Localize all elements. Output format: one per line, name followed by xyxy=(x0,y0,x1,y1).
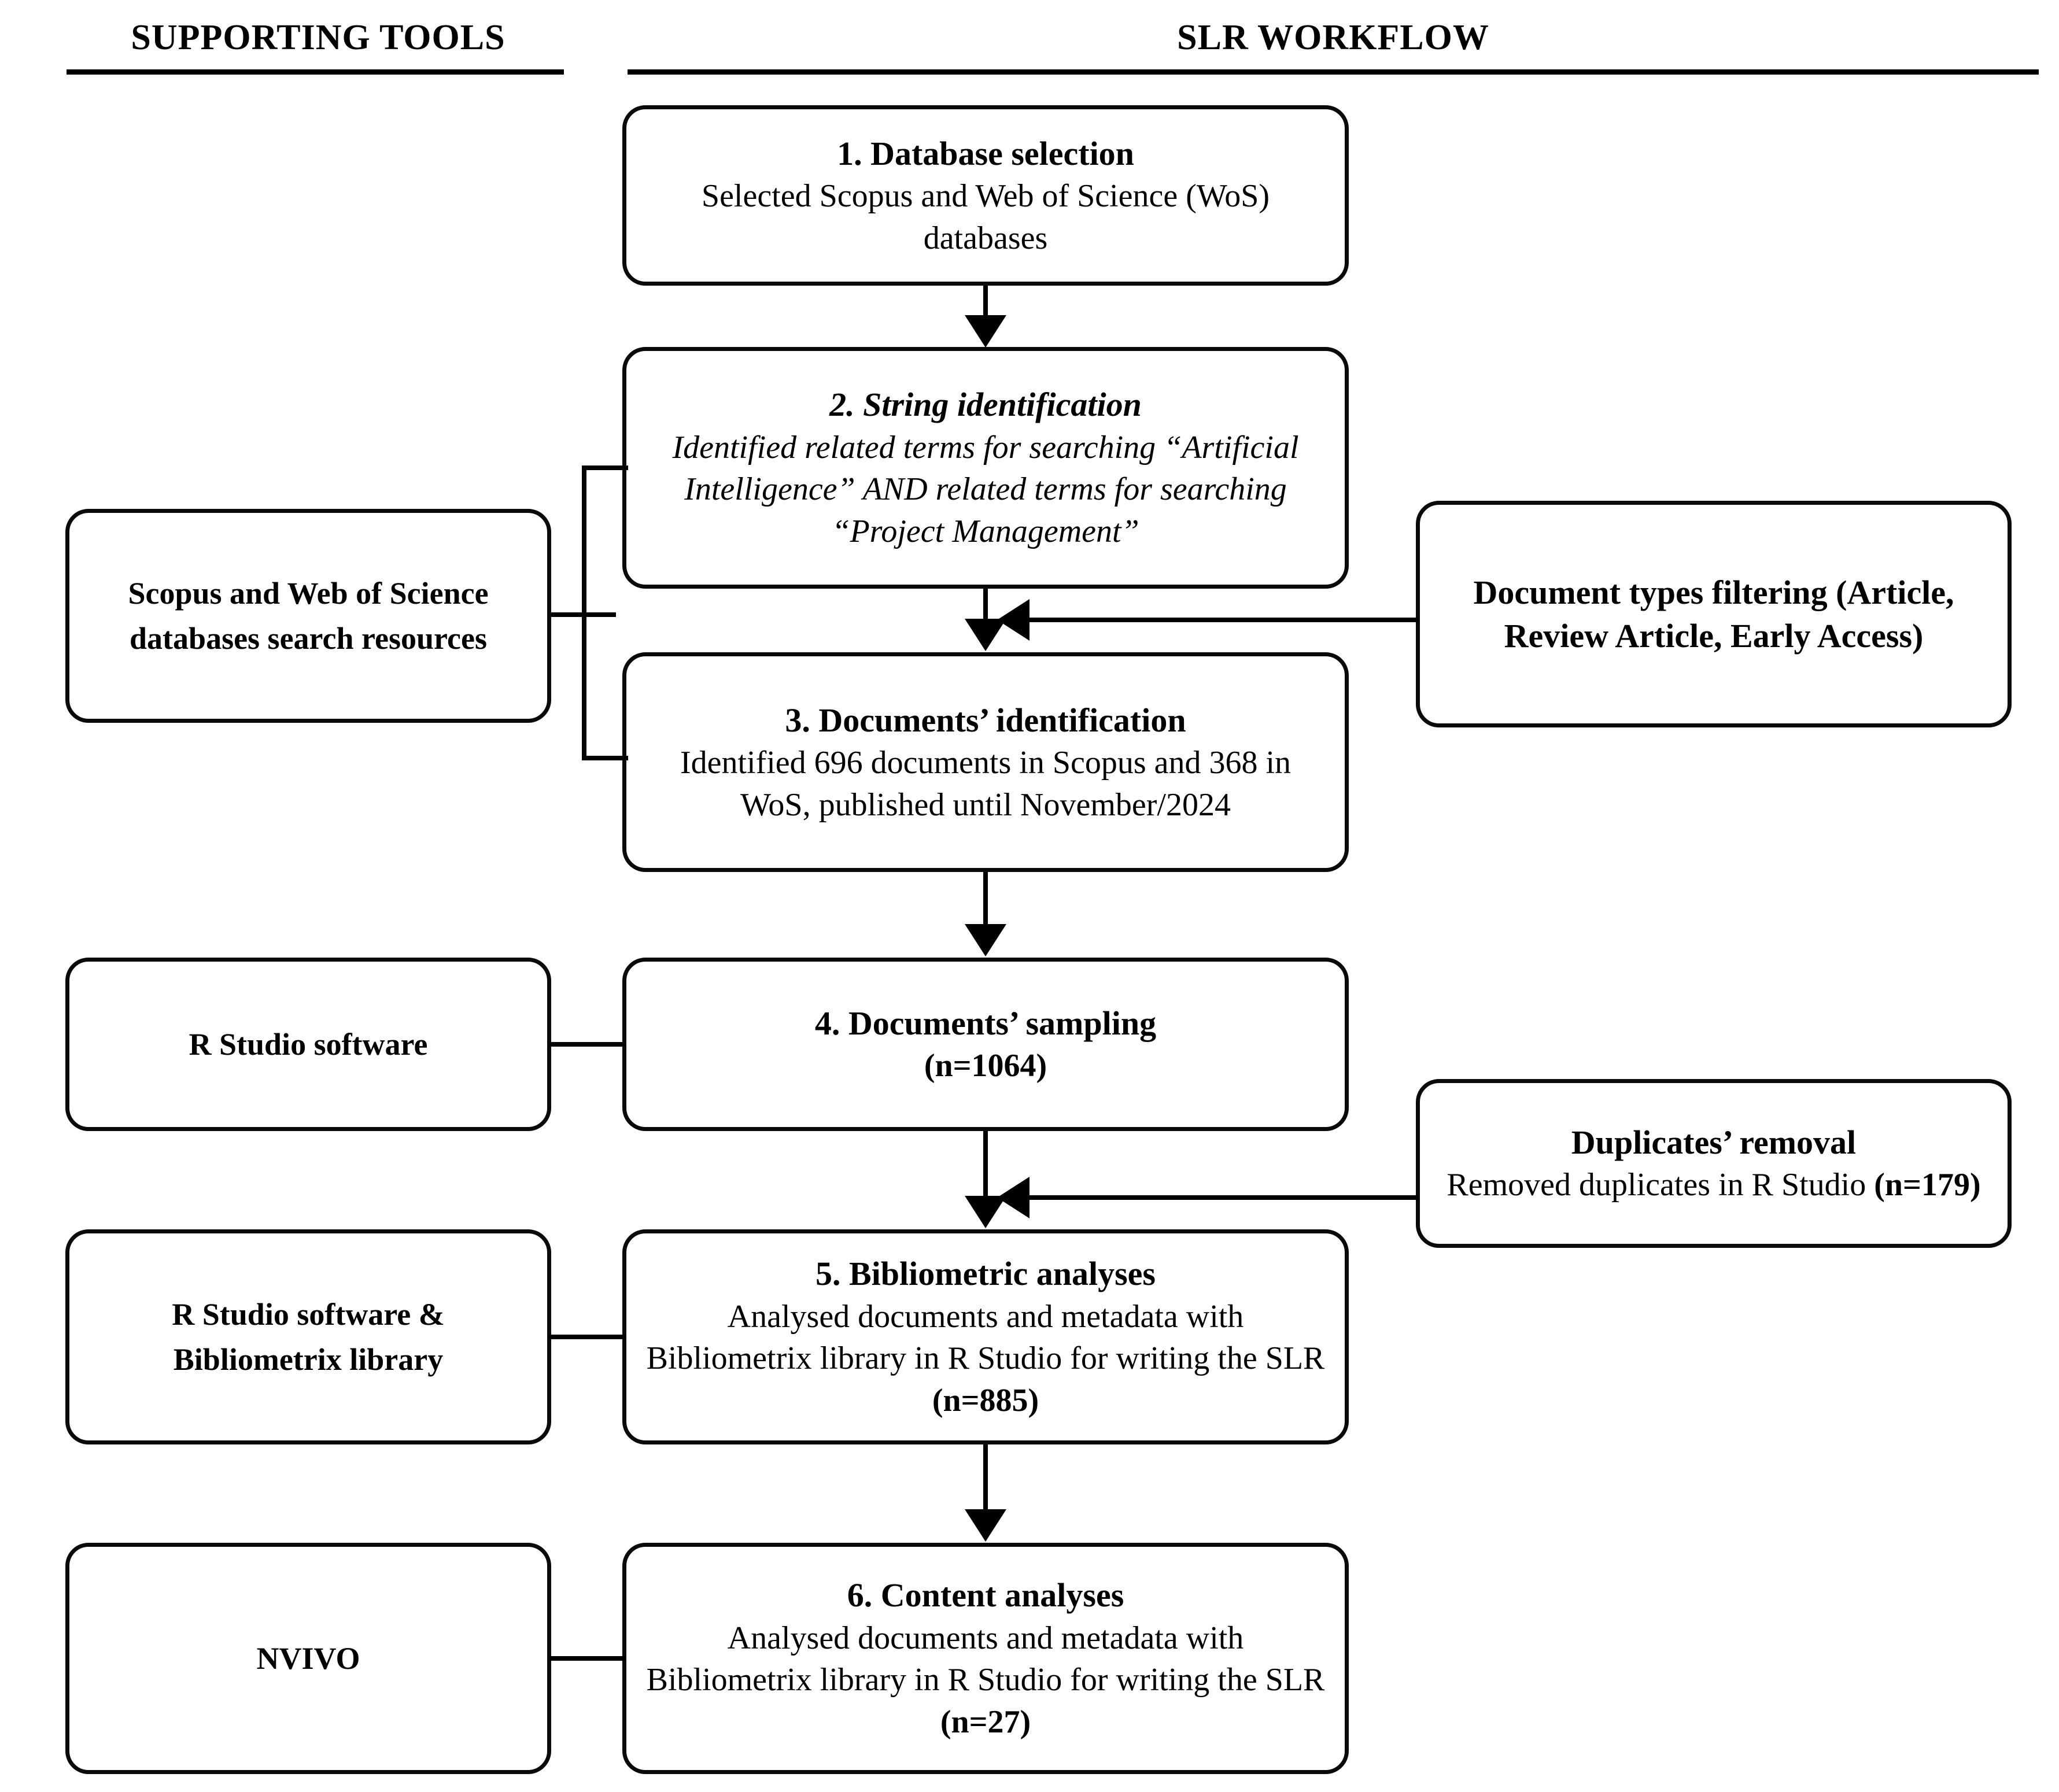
header-rule-right xyxy=(628,69,2039,75)
column-header-supporting-tools: SUPPORTING TOOLS xyxy=(131,18,505,57)
connector-step1-to-step2-arrow xyxy=(965,315,1006,348)
connector-step4-to-step5-line xyxy=(983,1131,988,1198)
note-duplicates-removal-box[interactable]: Duplicates’ removal Removed duplicates i… xyxy=(1416,1079,2012,1248)
supporting-tool-rstudio-label: R Studio software xyxy=(189,1026,428,1062)
connector-rstudio-to-step4 xyxy=(549,1042,626,1047)
workflow-step-3-box[interactable]: 3. Documents’ identification Identified … xyxy=(622,652,1349,872)
bracket-arm-upper xyxy=(582,465,628,470)
step-6-body: Analysed documents and metadata with Bib… xyxy=(641,1617,1330,1743)
supporting-tool-rstudio-bibliometrix-box[interactable]: R Studio software & Bibliometrix library xyxy=(65,1229,551,1444)
connector-doc-types-arrow xyxy=(997,599,1030,641)
workflow-step-5-box[interactable]: 5. Bibliometric analyses Analysed docume… xyxy=(622,1229,1349,1444)
supporting-tool-rstudio-box[interactable]: R Studio software xyxy=(65,958,551,1131)
connector-step3-to-step4-line xyxy=(983,872,988,925)
note-duplicates-count: (n=179) xyxy=(1874,1167,1981,1203)
step-3-title: 3. Documents’ identification xyxy=(785,701,1186,739)
bracket-arm-lower xyxy=(582,756,628,760)
step-4-title: 4. Documents’ sampling xyxy=(814,1004,1157,1042)
step-4-body: (n=1064) xyxy=(924,1045,1047,1087)
step-5-body-text: Analysed documents and metadata with Bib… xyxy=(646,1298,1325,1377)
step-2-title: 2. String identification xyxy=(829,386,1142,424)
step-5-title: 5. Bibliometric analyses xyxy=(815,1255,1156,1293)
step-5-body: Analysed documents and metadata with Bib… xyxy=(641,1296,1330,1422)
step-5-count: (n=885) xyxy=(932,1383,1039,1419)
step-6-title: 6. Content analyses xyxy=(847,1576,1124,1614)
connector-step5-to-step6-line xyxy=(983,1444,988,1512)
note-document-types-filtering-box[interactable]: Document types filtering (Article, Revie… xyxy=(1416,501,2012,727)
column-header-slr-workflow: SLR WORKFLOW xyxy=(1177,18,1489,57)
note-document-types-title: Document types filtering (Article, Revie… xyxy=(1473,573,1954,655)
header-rule-left xyxy=(67,69,564,75)
supporting-tool-databases-box[interactable]: Scopus and Web of Science databases sear… xyxy=(65,509,551,723)
connector-rstudio-bibliometrix-to-step5 xyxy=(549,1335,626,1339)
bracket-stem xyxy=(582,465,586,760)
connector-step3-to-step4-arrow xyxy=(965,924,1006,956)
connector-doc-types-line xyxy=(1030,618,1418,622)
connector-step2-to-step3-line xyxy=(983,589,988,620)
step-3-body: Identified 696 documents in Scopus and 3… xyxy=(680,744,1292,823)
workflow-step-6-box[interactable]: 6. Content analyses Analysed documents a… xyxy=(622,1543,1349,1774)
workflow-step-1-box[interactable]: 1. Database selection Selected Scopus an… xyxy=(622,105,1349,286)
connector-nvivo-to-step6 xyxy=(549,1656,626,1661)
supporting-tool-nvivo-label: NVIVO xyxy=(256,1640,360,1676)
step-6-body-text: Analysed documents and metadata with Bib… xyxy=(646,1620,1325,1698)
step-2-body: Identified related terms for searching “… xyxy=(672,429,1299,550)
note-duplicates-body-text: Removed duplicates in R Studio xyxy=(1447,1167,1874,1203)
connector-duplicates-line xyxy=(1030,1195,1418,1200)
supporting-tool-nvivo-box[interactable]: NVIVO xyxy=(65,1543,551,1774)
supporting-tool-databases-label: Scopus and Web of Science databases sear… xyxy=(128,575,489,656)
step-1-body: Selected Scopus and Web of Science (WoS)… xyxy=(701,178,1270,256)
connector-duplicates-arrow xyxy=(997,1177,1030,1218)
connector-step5-to-step6-arrow xyxy=(965,1509,1006,1542)
connector-step1-to-step2-line xyxy=(983,286,988,320)
step-4-count: (n=1064) xyxy=(924,1048,1047,1084)
workflow-step-4-box[interactable]: 4. Documents’ sampling (n=1064) xyxy=(622,958,1349,1131)
workflow-step-2-box[interactable]: 2. String identification Identified rela… xyxy=(622,347,1349,589)
note-duplicates-title: Duplicates’ removal xyxy=(1571,1123,1857,1161)
step-6-count: (n=27) xyxy=(940,1704,1031,1741)
note-duplicates-body: Removed duplicates in R Studio (n=179) xyxy=(1447,1164,1980,1206)
supporting-tool-rstudio-bibliometrix-label: R Studio software & Bibliometrix library xyxy=(172,1296,445,1377)
step-1-title: 1. Database selection xyxy=(837,134,1134,172)
